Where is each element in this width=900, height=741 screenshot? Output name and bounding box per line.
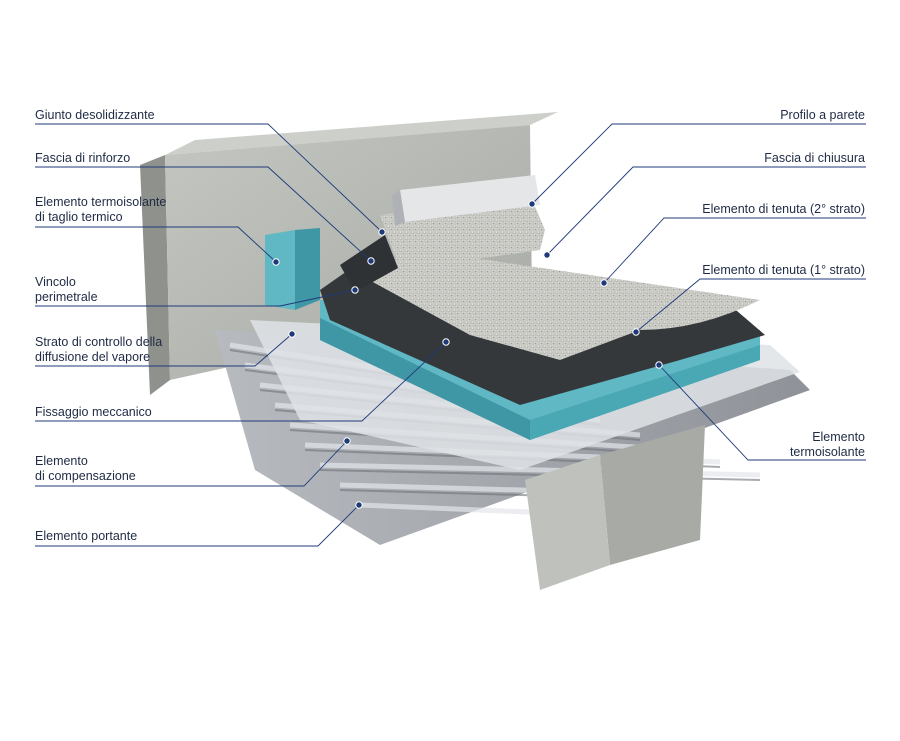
label-line: Elemento portante [35, 529, 138, 543]
label-line: Giunto desolidizzante [35, 108, 155, 122]
label-elemento-compensazione: Elemento di compensazione [35, 454, 136, 484]
label-strato-controllo-vapore: Strato di controllo della diffusione del… [35, 335, 162, 365]
label-line: Elemento termoisolante [35, 195, 167, 209]
label-line: Fissaggio meccanico [35, 405, 152, 419]
concrete-beam [525, 425, 705, 590]
label-elemento-portante: Elemento portante [35, 529, 137, 544]
label-line: Vincolo [35, 275, 76, 289]
label-line: termoisolante [789, 445, 865, 459]
label-line: Fascia di chiusura [764, 151, 865, 165]
label-line: Elemento [35, 454, 88, 468]
label-line: Strato di controllo della [35, 335, 163, 349]
leader-lines [35, 123, 866, 547]
wall-profile [392, 175, 540, 226]
label-tenuta-2-strato: Elemento di tenuta (2° strato) [702, 202, 865, 217]
leader-dots [272, 200, 663, 509]
label-giunto-desolidizzante: Giunto desolidizzante [35, 108, 155, 123]
label-line: perimetrale [35, 290, 98, 304]
label-vincolo-perimetrale: Vincolo perimetrale [35, 275, 98, 305]
label-fissaggio-meccanico: Fissaggio meccanico [35, 405, 152, 420]
label-line: Profilo a parete [780, 108, 865, 122]
label-line: diffusione del vapore [35, 350, 151, 364]
membrane-layer-2 [360, 250, 760, 360]
label-line: Fascia di rinforzo [35, 151, 131, 165]
label-elemento-termoisolante: Elemento termoisolante [790, 430, 865, 460]
label-line: Elemento [812, 430, 865, 444]
label-termoisolante-taglio-termico: Elemento termoisolante di taglio termico [35, 195, 166, 225]
label-line: di compensazione [35, 469, 136, 483]
label-line: Elemento di tenuta (2° strato) [702, 202, 865, 216]
label-line: di taglio termico [35, 210, 123, 224]
label-tenuta-1-strato: Elemento di tenuta (1° strato) [702, 263, 865, 278]
label-fascia-chiusura: Fascia di chiusura [764, 151, 865, 166]
label-line: Elemento di tenuta (1° strato) [702, 263, 865, 277]
label-fascia-rinforzo: Fascia di rinforzo [35, 151, 130, 166]
label-profilo-parete: Profilo a parete [780, 108, 865, 123]
